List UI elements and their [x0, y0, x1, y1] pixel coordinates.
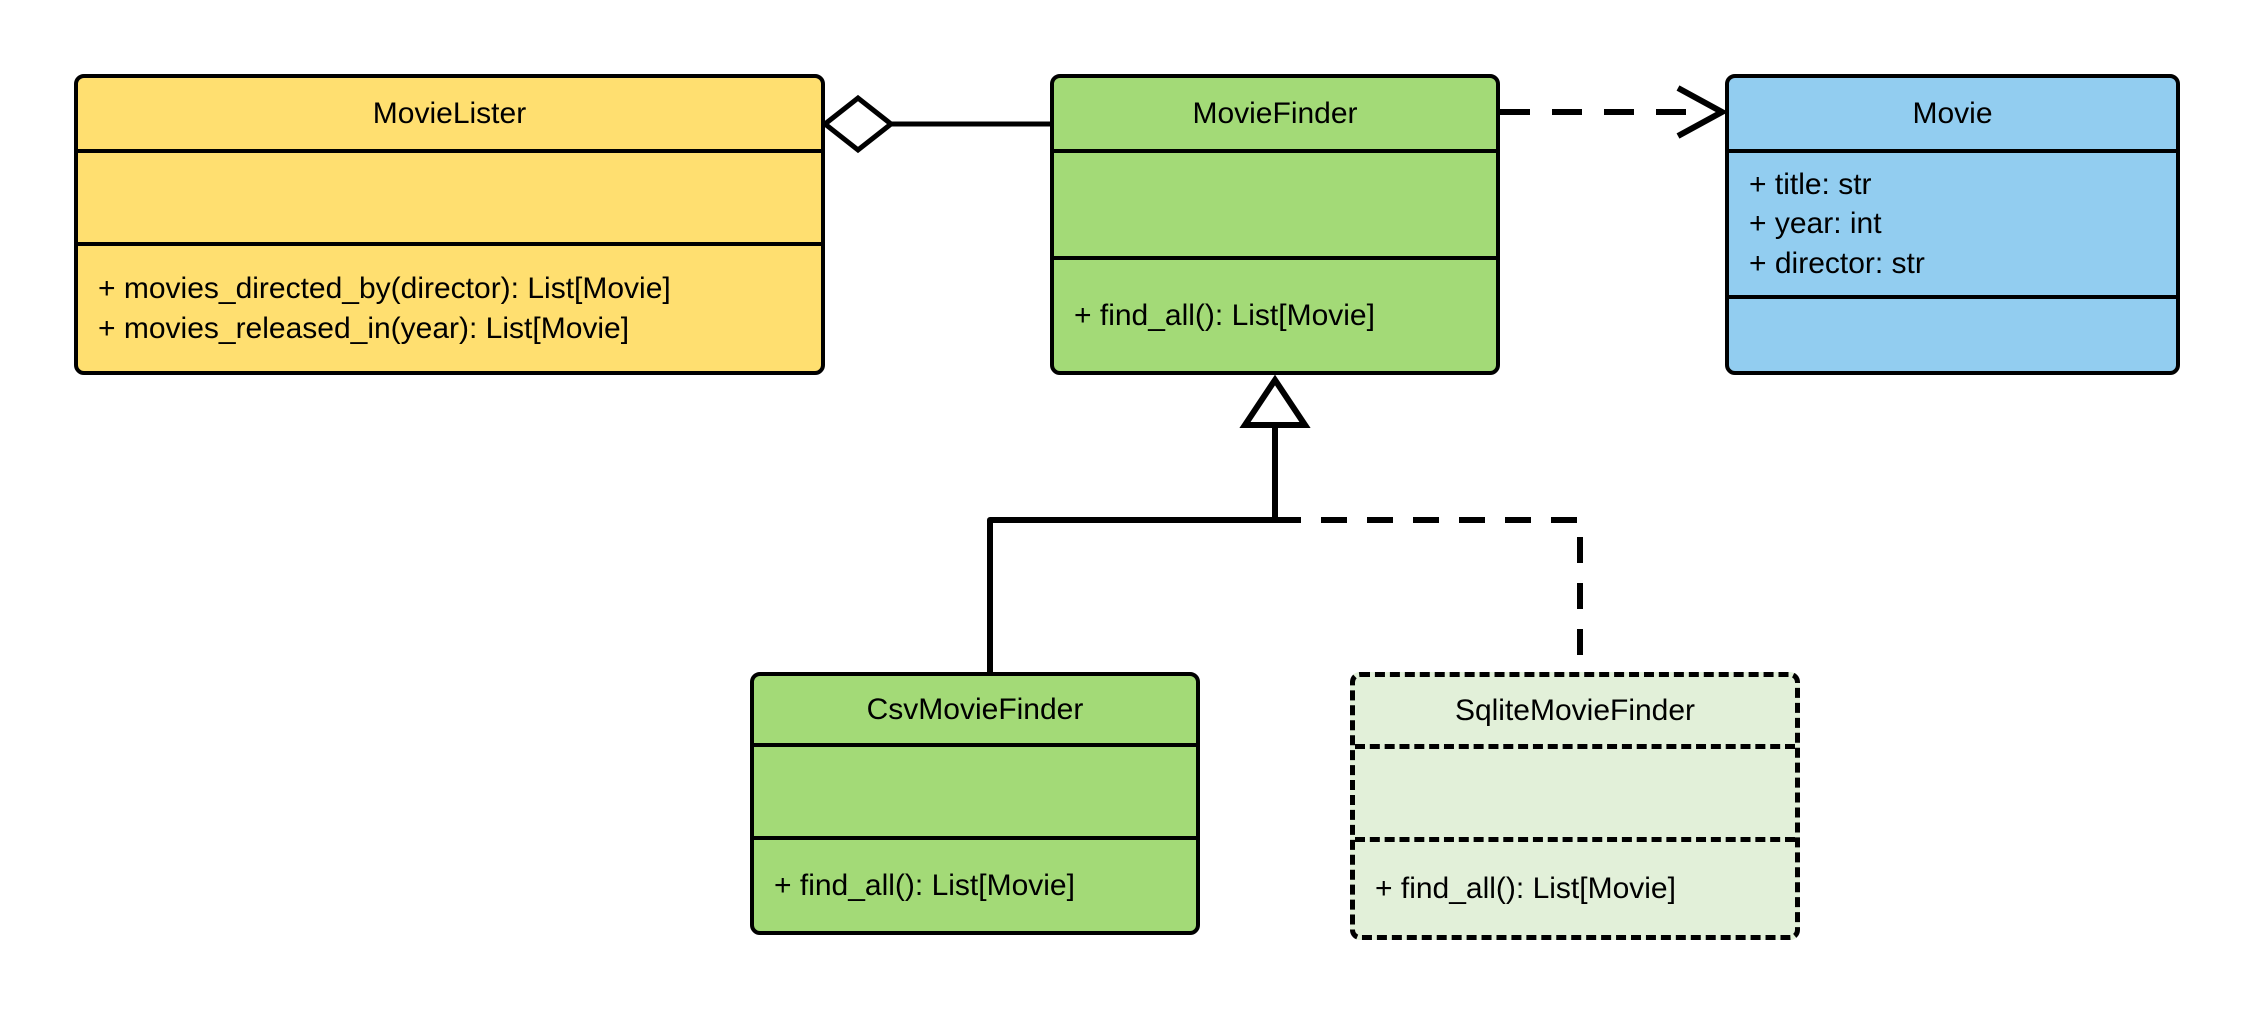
methods-list-movie-finder: + find_all(): List[Movie] [1054, 260, 1496, 371]
open-arrow-marker [1676, 85, 1729, 139]
method-item: + find_all(): List[Movie] [1074, 298, 1375, 332]
methods-list-sqlite-movie-finder: + find_all(): List[Movie] [1355, 842, 1795, 935]
method-item: + movies_released_in(year): List[Movie] [98, 311, 630, 345]
class-name-compartment-sqlite-movie-finder: SqliteMovieFinder [1355, 677, 1795, 744]
generalization-branch-csv [987, 517, 1275, 672]
method-item: + movies_directed_by(director): List[Mov… [98, 271, 671, 305]
class-attributes-compartment-csv-movie-finder [754, 743, 1196, 836]
attribute-item: + director: str [1749, 246, 1925, 280]
methods-list-csv-movie-finder: + find_all(): List[Movie] [754, 840, 1196, 931]
class-title-csv-movie-finder: CsvMovieFinder [866, 693, 1084, 726]
class-title-sqlite-movie-finder: SqliteMovieFinder [1454, 694, 1696, 727]
class-methods-compartment-movie [1729, 295, 2176, 371]
attribute-item: + title: str [1749, 167, 1872, 201]
uml-class-movie[interactable]: Movie + title: str + year: int + directo… [1725, 74, 2180, 375]
class-attributes-compartment-movie: + title: str + year: int + director: str [1729, 149, 2176, 295]
dependency-edge-finder-movie [1500, 85, 1729, 139]
class-title-movie: Movie [1912, 97, 1993, 130]
uml-class-csv-movie-finder[interactable]: CsvMovieFinder + find_all(): List[Movie] [750, 672, 1200, 935]
class-name-compartment-csv-movie-finder: CsvMovieFinder [754, 676, 1196, 743]
method-item: + find_all(): List[Movie] [1375, 871, 1676, 905]
uml-class-movie-finder[interactable]: MovieFinder + find_all(): List[Movie] [1050, 74, 1500, 375]
hollow-diamond-marker [820, 94, 896, 154]
class-attributes-compartment-sqlite-movie-finder [1355, 744, 1795, 837]
attribute-item: + year: int [1749, 207, 1882, 241]
class-methods-compartment-csv-movie-finder: + find_all(): List[Movie] [754, 836, 1196, 931]
uml-class-movie-lister[interactable]: MovieLister + movies_directed_by(directo… [74, 74, 825, 375]
class-title-movie-lister: MovieLister [372, 97, 527, 130]
attributes-list-movie: + title: str + year: int + director: str [1729, 153, 2176, 295]
class-title-movie-finder: MovieFinder [1192, 97, 1358, 130]
generalization-edge-group [987, 374, 1583, 672]
hollow-triangle-marker [1239, 374, 1311, 428]
methods-list-movie-lister: + movies_directed_by(director): List[Mov… [78, 246, 821, 371]
uml-class-sqlite-movie-finder[interactable]: SqliteMovieFinder + find_all(): List[Mov… [1350, 672, 1800, 940]
class-attributes-compartment-movie-lister [78, 149, 821, 242]
aggregation-edge-lister-finder [820, 94, 1050, 154]
class-methods-compartment-sqlite-movie-finder: + find_all(): List[Movie] [1355, 837, 1795, 935]
class-name-compartment-movie-lister: MovieLister [78, 78, 821, 149]
class-methods-compartment-movie-finder: + find_all(): List[Movie] [1054, 256, 1496, 371]
class-name-compartment-movie: Movie [1729, 78, 2176, 149]
method-item: + find_all(): List[Movie] [774, 868, 1075, 902]
class-name-compartment-movie-finder: MovieFinder [1054, 78, 1496, 149]
class-methods-compartment-movie-lister: + movies_directed_by(director): List[Mov… [78, 242, 821, 371]
generalization-branch-sqlite [1275, 517, 1583, 672]
class-attributes-compartment-movie-finder [1054, 149, 1496, 256]
